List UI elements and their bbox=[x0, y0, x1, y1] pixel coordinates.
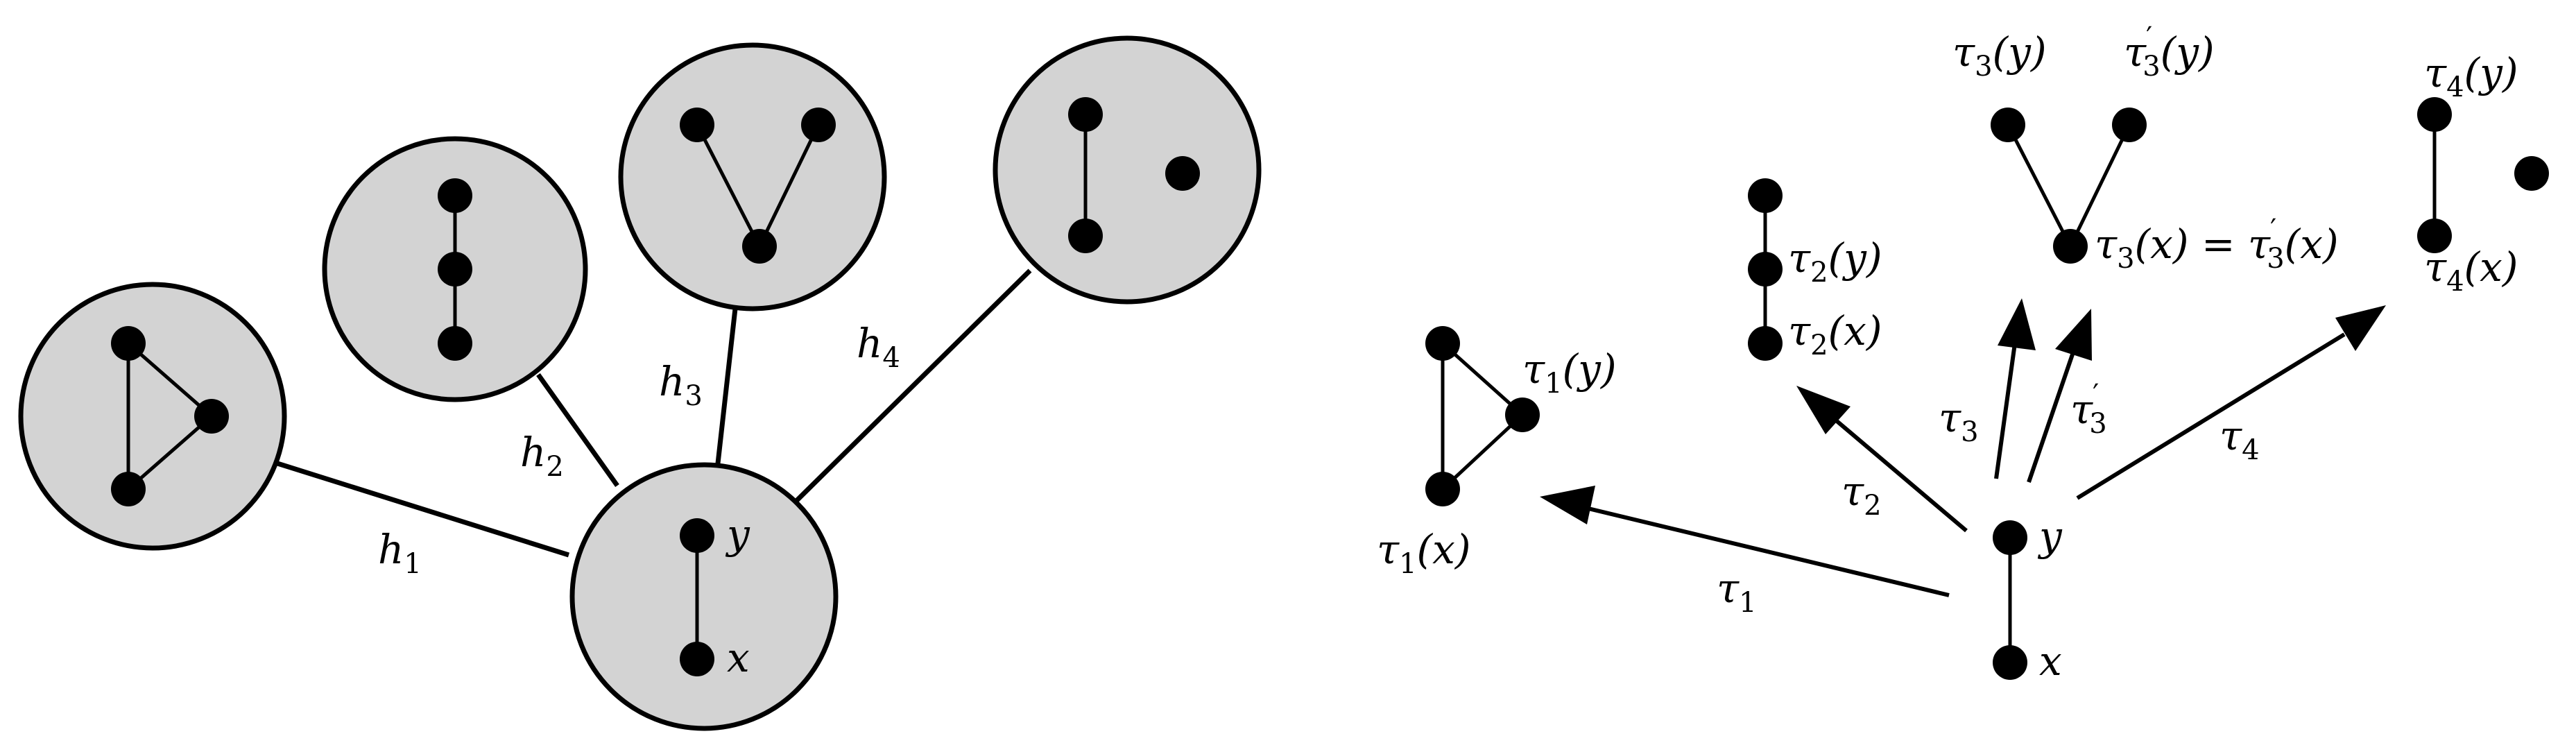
arrow-label-tau3: τ3 bbox=[1939, 394, 1979, 448]
image-edge-plus-vertex: τ4(y) τ4(x) bbox=[2417, 49, 2549, 298]
left-tree-decomposition: y x h1 h2 h3 h4 bbox=[18, 35, 1262, 731]
edge-label-h1: h1 bbox=[378, 526, 422, 580]
tree-edge-h1 bbox=[276, 461, 570, 558]
tree-edge-h3 bbox=[715, 308, 738, 464]
bag-triangle bbox=[18, 282, 287, 551]
arrow-label-tau3-prime: τ′3 bbox=[2070, 379, 2107, 440]
arrow-label-tau1: τ1 bbox=[1717, 565, 1757, 619]
label-tau4-x: τ4(x) bbox=[2424, 243, 2518, 298]
bag-root-xy bbox=[569, 462, 839, 731]
image-cherry: τ3(y) τ′3(y) τ3(x) = τ′3(x) bbox=[1952, 22, 2339, 275]
bag-cherry bbox=[618, 42, 887, 311]
src-label-y: y bbox=[2037, 513, 2063, 560]
arrow-tau3-prime bbox=[2027, 309, 2092, 483]
triangle-graph bbox=[111, 326, 229, 506]
vertex-x bbox=[680, 642, 714, 676]
label-tau1-x: τ1(x) bbox=[1377, 526, 1471, 580]
label-tau2-y: τ2(y) bbox=[1788, 234, 1882, 289]
arrow-tau4 bbox=[2076, 305, 2386, 500]
label-tau2-x: τ2(x) bbox=[1788, 307, 1882, 361]
label-tau4-y: τ4(y) bbox=[2424, 49, 2518, 103]
root-xy-graph: y x bbox=[680, 511, 750, 681]
vertex-y bbox=[680, 518, 714, 553]
bag-edge-plus-vertex bbox=[993, 35, 1262, 305]
arrow-label-tau4: τ4 bbox=[2219, 412, 2260, 466]
edge-label-h4: h4 bbox=[857, 320, 900, 374]
source-edge-xy: y x bbox=[1993, 513, 2063, 685]
arrow-tau2 bbox=[1796, 386, 1968, 533]
right-homomorphisms: y x τ1 τ2 τ3 τ′3 τ4 bbox=[1377, 22, 2549, 685]
edge-label-h2: h2 bbox=[520, 429, 564, 483]
edge-label-h3: h3 bbox=[659, 358, 703, 412]
cherry-graph bbox=[680, 108, 836, 264]
label-x: x bbox=[727, 634, 750, 681]
path3-graph bbox=[438, 178, 472, 361]
arrow-label-tau2: τ2 bbox=[1841, 468, 1882, 522]
arrow-tau1 bbox=[1540, 486, 1950, 597]
src-label-x: x bbox=[2039, 638, 2062, 685]
arrow-tau3 bbox=[1994, 298, 2036, 479]
label-y: y bbox=[725, 511, 750, 558]
tree-edge-h2 bbox=[536, 373, 619, 488]
edge-plus-vertex-graph bbox=[1068, 97, 1200, 253]
tree-edge-h4 bbox=[789, 268, 1032, 509]
label-tau3p-y: τ′3(y) bbox=[2124, 22, 2215, 83]
label-tau1-y: τ1(y) bbox=[1522, 345, 1617, 400]
label-tau3-y: τ3(y) bbox=[1952, 28, 2047, 83]
image-path3: τ2(y) τ2(x) bbox=[1748, 178, 1882, 361]
image-triangle: τ1(y) τ1(x) bbox=[1377, 326, 1617, 580]
label-tau3-x-equals-tau3p-x: τ3(x) = τ′3(x) bbox=[2095, 214, 2339, 275]
